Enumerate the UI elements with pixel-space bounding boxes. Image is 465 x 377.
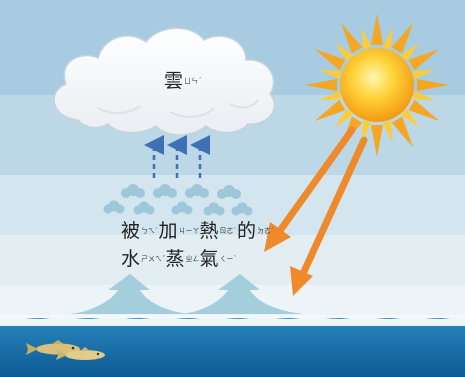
annotated-character: 被 ㄅㄟˋ	[121, 222, 159, 241]
rising-vapor-arrows	[144, 135, 210, 178]
character-text: 氣	[199, 248, 219, 270]
fish-icon	[26, 340, 105, 360]
character-text: 雲	[164, 70, 184, 92]
sunbeam-arrow-upper	[264, 126, 356, 252]
vapor-puff	[133, 201, 155, 215]
zhuyin-text: ㄩㄣˊ	[184, 77, 202, 85]
evaporation-arrows	[70, 274, 304, 314]
vapor-puff	[121, 184, 145, 198]
character-text: 熱	[199, 220, 219, 242]
zhuyin-text: ㄉㄜ˙	[257, 227, 275, 235]
zhuyin-text: ㄖㄜˋ	[219, 227, 238, 235]
evaporation-arrow-right	[180, 274, 304, 314]
annotated-character: 蒸 ㄓㄥ	[166, 250, 200, 269]
water-vapor-label-line2: 水 ㄕㄨㄟˇ 蒸 ㄓㄥ 氣 ㄑㄧˋ	[121, 250, 237, 269]
vapor-puff	[203, 202, 225, 216]
sunbeam-arrow-lower	[290, 136, 368, 296]
vapor-puff	[103, 200, 125, 214]
vapor-puff	[153, 184, 177, 198]
vapor-puff	[217, 185, 241, 199]
vapor-puff	[231, 202, 253, 216]
annotated-character: 雲 ㄩㄣˊ	[164, 72, 202, 91]
annotated-character: 水 ㄕㄨㄟˇ	[121, 250, 166, 269]
vapor-puff	[185, 184, 209, 198]
annotated-character: 的 ㄉㄜ˙	[237, 222, 275, 241]
annotated-character: 熱 ㄖㄜˋ	[200, 222, 238, 241]
cloud-icon	[53, 27, 276, 136]
vapor-puffs	[103, 184, 253, 216]
zhuyin-text: ㄕㄨㄟˇ	[141, 255, 166, 263]
sun-icon	[305, 13, 449, 157]
cloud-label: 雲 ㄩㄣˊ	[164, 72, 202, 91]
zhuyin-text: ㄐㄧㄚ	[178, 227, 200, 235]
zhuyin-text: ㄅㄟˋ	[141, 227, 159, 235]
heated-label-line1: 被 ㄅㄟˋ 加 ㄐㄧㄚ 熱 ㄖㄜˋ 的 ㄉㄜ˙	[121, 222, 275, 241]
evaporation-arrow-left	[70, 274, 190, 314]
zhuyin-text: ㄓㄥ	[185, 255, 200, 263]
water-body	[0, 317, 465, 377]
character-text: 加	[158, 220, 178, 242]
annotated-character: 加 ㄐㄧㄚ	[159, 222, 200, 241]
character-text: 蒸	[165, 248, 185, 270]
annotated-character: 氣 ㄑㄧˋ	[200, 250, 238, 269]
character-text: 的	[237, 220, 257, 242]
character-text: 被	[121, 220, 141, 242]
character-text: 水	[121, 248, 141, 270]
zhuyin-text: ㄑㄧˋ	[219, 255, 238, 263]
vapor-puff	[171, 201, 193, 215]
